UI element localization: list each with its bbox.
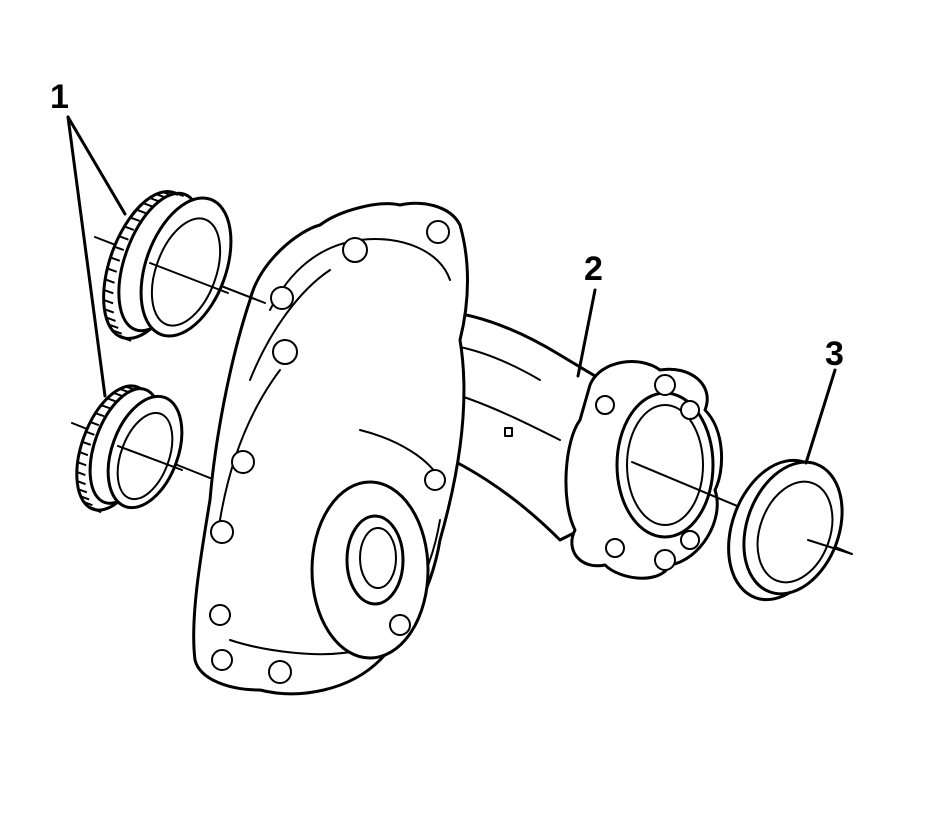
roller-tick bbox=[100, 404, 110, 410]
bearing-upper-rollers bbox=[103, 190, 185, 342]
roller-tick bbox=[136, 385, 147, 391]
callout-label-2: 2 bbox=[584, 250, 603, 288]
roller-tick bbox=[76, 471, 86, 476]
seal bbox=[727, 458, 853, 602]
roller-tick bbox=[95, 412, 105, 418]
housing bbox=[192, 201, 724, 696]
roller-tick bbox=[90, 421, 100, 427]
roller-tick bbox=[104, 308, 115, 314]
roller-tick bbox=[106, 397, 117, 403]
roller-tick bbox=[118, 235, 129, 241]
roller-tick bbox=[78, 488, 88, 494]
roller-tick bbox=[108, 323, 119, 329]
roller-tick bbox=[136, 208, 147, 215]
bearing-upper bbox=[102, 189, 233, 342]
roller-tick bbox=[173, 191, 185, 198]
bearing-lower bbox=[75, 384, 184, 514]
roller-tick bbox=[87, 505, 97, 511]
roller-tick bbox=[124, 225, 135, 231]
roller-tick bbox=[155, 193, 166, 199]
roller-tick bbox=[111, 329, 123, 335]
roller-tick bbox=[119, 387, 129, 393]
roller-tick bbox=[105, 316, 116, 322]
roller-tick bbox=[76, 480, 86, 486]
roller-tick bbox=[103, 288, 114, 295]
roller-tick bbox=[83, 501, 93, 507]
roller-tick bbox=[80, 495, 90, 501]
callout-label-1: 1 bbox=[50, 78, 69, 116]
roller-tick bbox=[116, 333, 127, 339]
roller-tick bbox=[81, 440, 92, 446]
leader-line-1a bbox=[66, 115, 127, 216]
roller-tick bbox=[113, 391, 123, 397]
leader-line-2 bbox=[576, 288, 597, 378]
roller-tick bbox=[125, 385, 135, 391]
leader-lines bbox=[66, 115, 837, 465]
roller-tick bbox=[142, 202, 153, 208]
roller-tick bbox=[77, 461, 87, 467]
callout-label-3: 3 bbox=[825, 335, 844, 373]
roller-tick bbox=[85, 430, 95, 436]
roller-tick bbox=[129, 216, 140, 222]
roller-tick bbox=[104, 278, 115, 284]
roller-tick bbox=[79, 451, 89, 457]
leader-line-3 bbox=[804, 368, 837, 465]
roller-tick bbox=[162, 191, 173, 197]
bearing-lower-rollers bbox=[76, 384, 147, 514]
roller-tick bbox=[114, 245, 125, 251]
roller-tick bbox=[106, 267, 118, 273]
roller-tick bbox=[110, 256, 121, 262]
roller-tick bbox=[149, 196, 160, 203]
leader-line-1b bbox=[66, 115, 107, 398]
roller-tick bbox=[103, 299, 114, 305]
